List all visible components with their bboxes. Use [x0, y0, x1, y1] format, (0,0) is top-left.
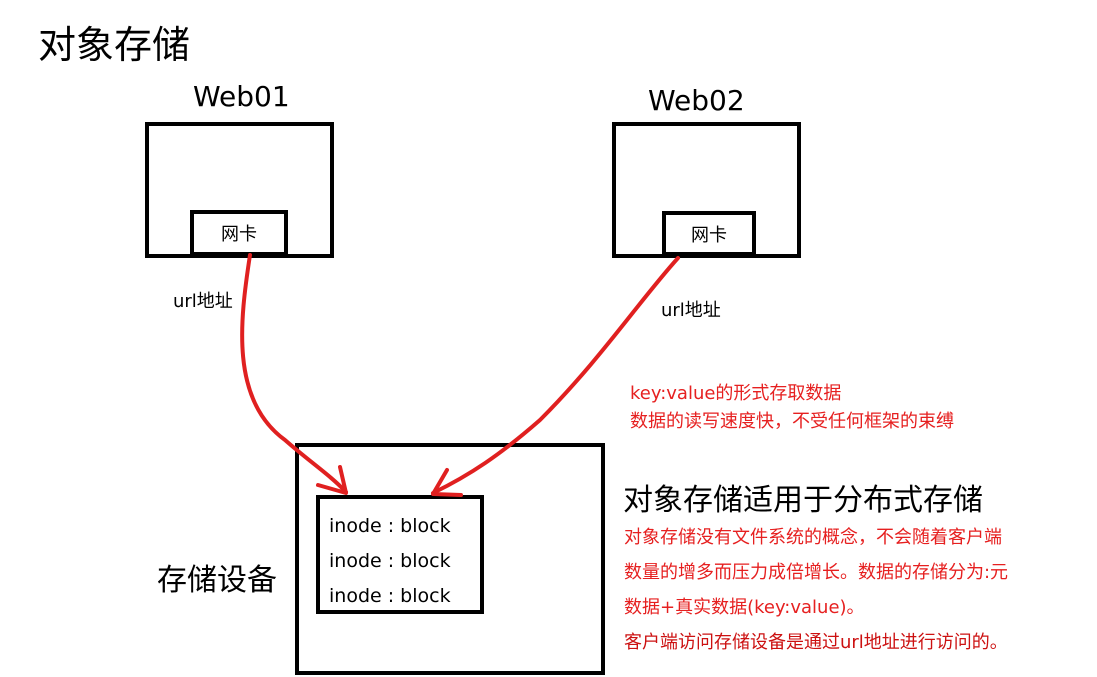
- web02-label: Web02: [648, 84, 745, 117]
- web01-nic: 网卡: [190, 210, 288, 256]
- arrowhead-web02: [431, 468, 463, 497]
- arrowhead-web01: [316, 465, 348, 495]
- web01-label: Web01: [193, 80, 290, 113]
- web02-nic-label: 网卡: [691, 224, 727, 246]
- inode-entry: inode : block: [329, 550, 451, 572]
- key-value-notes: key:value的形式存取数据 数据的读写速度快，不受任何框架的束缚: [630, 380, 954, 436]
- web01-server-box: [145, 122, 334, 258]
- description-line: 数据+真实数据(key:value)。: [624, 597, 865, 618]
- web02-url-label: url地址: [661, 300, 721, 321]
- note-line: key:value的形式存取数据: [630, 383, 842, 404]
- web01-nic-label: 网卡: [221, 224, 257, 245]
- description-heading: 对象存储适用于分布式存储: [623, 483, 983, 518]
- page-title: 对象存储: [38, 23, 191, 67]
- storage-device-label: 存储设备: [157, 563, 277, 598]
- inode-block-list: inode : block inode : block inode : bloc…: [316, 495, 484, 614]
- inode-entry: inode : block: [329, 515, 451, 537]
- arrow-web02-to-storage: [431, 256, 680, 495]
- description-text: 对象存储没有文件系统的概念，不会随着客户端 数量的增多而压力成倍增长。数据的存储…: [624, 520, 1008, 660]
- web02-server-box: [612, 122, 801, 258]
- storage-device-box: [295, 443, 605, 675]
- description-line: 数量的增多而压力成倍增长。数据的存储分为:元: [624, 562, 1009, 583]
- description-line: 客户端访问存储设备是通过url地址进行访问的。: [624, 632, 1008, 653]
- web01-url-label: url地址: [173, 291, 233, 312]
- inode-entry: inode : block: [329, 585, 451, 607]
- description-line: 对象存储没有文件系统的概念，不会随着客户端: [624, 527, 1002, 548]
- arrow-web01-to-storage: [240, 253, 348, 494]
- web02-nic: 网卡: [662, 211, 756, 256]
- note-line: 数据的读写速度快，不受任何框架的束缚: [630, 411, 954, 432]
